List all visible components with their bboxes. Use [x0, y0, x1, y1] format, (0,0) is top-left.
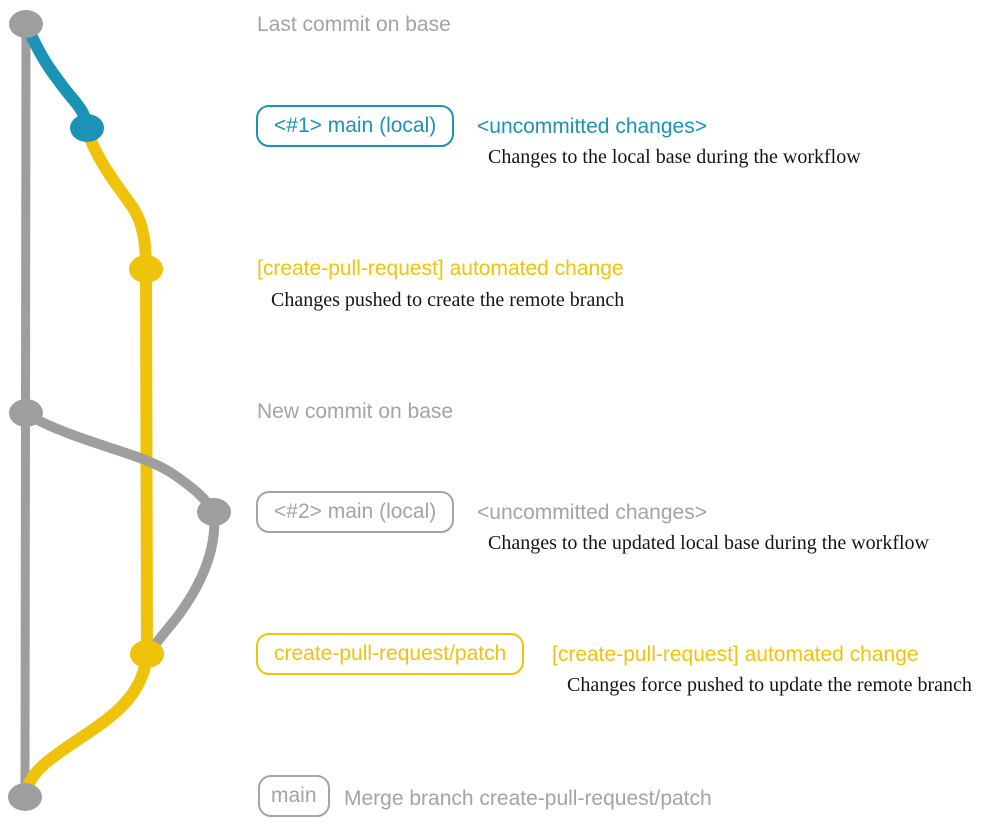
- commit-node-automated-change-2: [130, 640, 164, 668]
- branch-badge-main: main: [258, 775, 330, 817]
- uncommitted-changes-label-1: <uncommitted changes>: [477, 115, 707, 138]
- commit-node-new-base: [9, 399, 43, 427]
- uncommitted-changes-desc-1: Changes to the local base during the wor…: [488, 146, 861, 168]
- automated-change-title-2: [create-pull-request] automated change: [552, 643, 919, 666]
- automated-change-desc-1: Changes pushed to create the remote bran…: [271, 289, 625, 311]
- branch-badge-main-local-2: <#2> main (local): [256, 491, 455, 533]
- commit-node-automated-change-1: [129, 255, 163, 283]
- commit-node-last-base: [9, 10, 43, 38]
- uncommitted-changes-desc-2: Changes to the updated local base during…: [488, 532, 929, 554]
- patch-branch-curve-top: [81, 125, 152, 276]
- last-commit-label: Last commit on base: [257, 13, 451, 36]
- local-main-branch-line: [21, 20, 93, 134]
- new-commit-label: New commit on base: [257, 400, 454, 423]
- commit-node-main-local-2: [197, 498, 231, 526]
- branch-badge-main-local-1: <#1> main (local): [256, 105, 455, 147]
- rebased-main-curve-bottom: [145, 509, 220, 660]
- commit-node-merge: [8, 783, 42, 811]
- automated-change-title-1: [create-pull-request] automated change: [257, 257, 624, 280]
- branch-badge-patch: create-pull-request/patch: [256, 633, 525, 675]
- commit-node-main-local-1: [70, 114, 104, 142]
- patch-merge-curve: [20, 650, 153, 798]
- rebased-main-curve-top: [21, 409, 219, 518]
- merge-commit-title: Merge branch create-pull-request/patch: [344, 787, 712, 810]
- automated-change-desc-2: Changes force pushed to update the remot…: [567, 674, 972, 696]
- uncommitted-changes-label-2: <uncommitted changes>: [477, 501, 707, 524]
